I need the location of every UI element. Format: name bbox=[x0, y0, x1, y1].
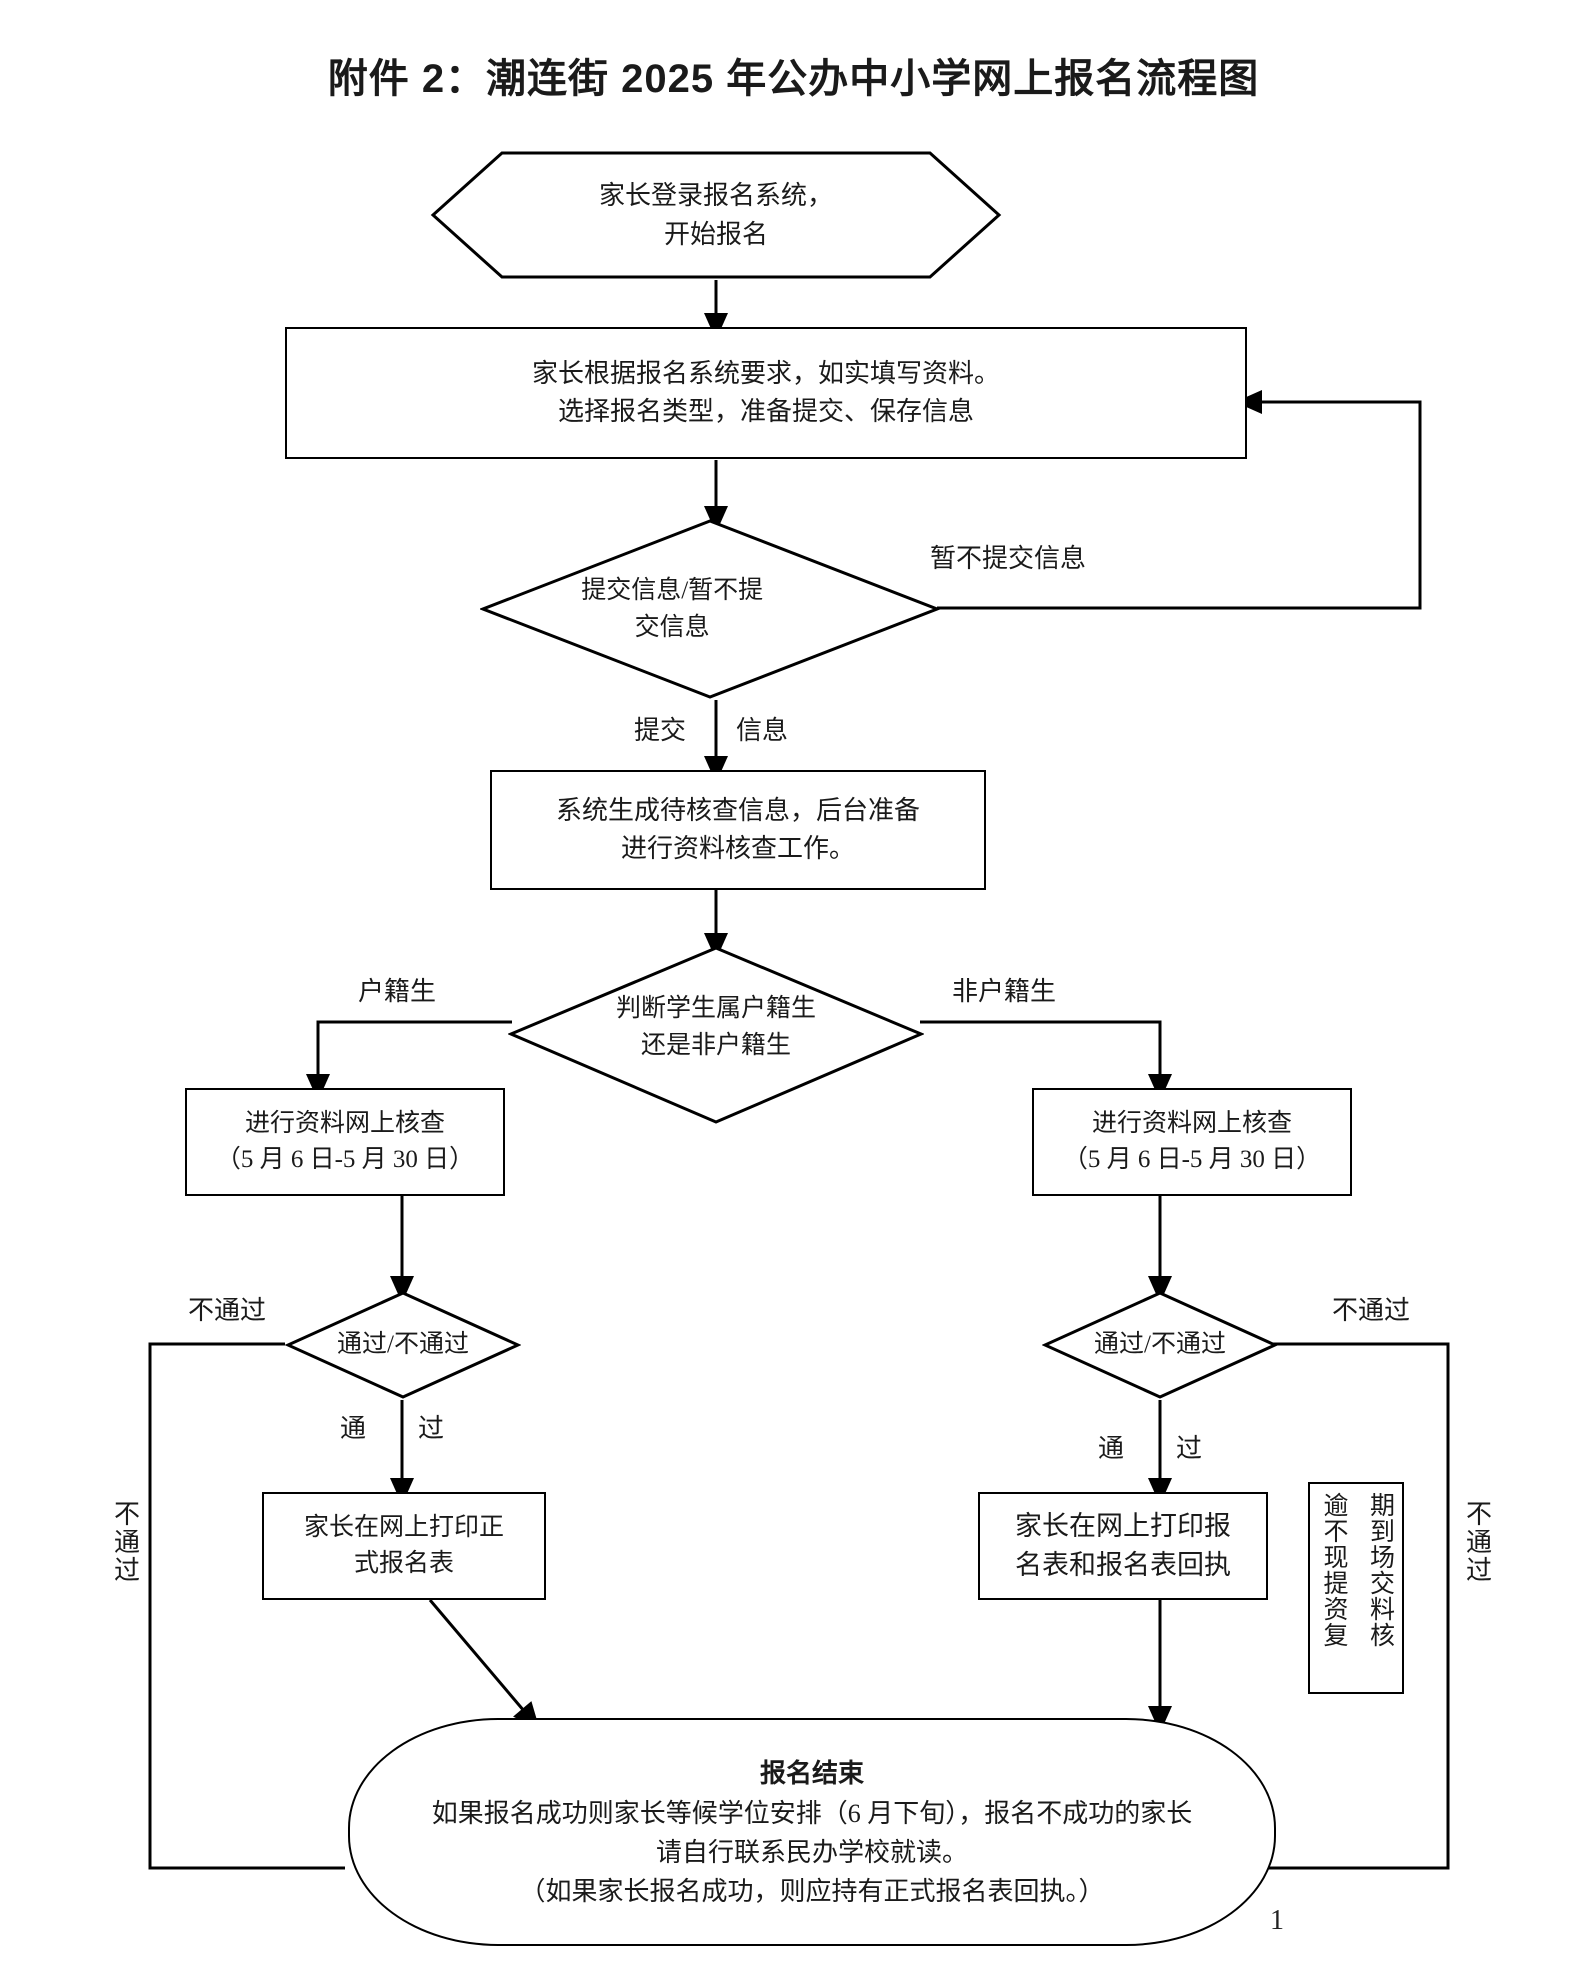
page-number: 1 bbox=[1270, 1905, 1284, 1936]
edge-label-fail-left-top: 不通过 bbox=[188, 1296, 267, 1325]
node-household-decision-line1: 判断学生属户籍生 bbox=[615, 994, 816, 1022]
node-system-generate-line2: 进行资料核查工作。 bbox=[620, 834, 855, 863]
node-end-line3: （如果家长报名成功，则应持有正式报名表回执。） bbox=[519, 1877, 1105, 1906]
node-system-generate-line1: 系统生成待核查信息，后台准备 bbox=[555, 796, 920, 826]
node-start-line2: 开始报名 bbox=[663, 220, 768, 249]
node-pass-decision-right: 通过/不通过 bbox=[1041, 1290, 1279, 1400]
node-end-line2: 请自行联系民办学校就读。 bbox=[655, 1838, 968, 1867]
node-print-right: 家长在网上打印报 名表和报名表回执 bbox=[978, 1492, 1268, 1600]
node-fill-form-line2: 选择报名类型，准备提交、保存信息 bbox=[557, 397, 974, 426]
node-print-left-line1: 家长在网上打印正 bbox=[303, 1513, 504, 1541]
node-end-heading: 报名结束 bbox=[759, 1759, 864, 1788]
node-review-left-line1: 进行资料网上核查 bbox=[244, 1109, 445, 1137]
edge-label-fail-right-top: 不通过 bbox=[1332, 1296, 1411, 1325]
node-overdue-note: 期到场交料核 逾不现提资复 bbox=[1308, 1482, 1404, 1694]
node-start-text: 家长登录报名系统， 开始报名 bbox=[430, 150, 1002, 280]
node-overdue-note-col1: 期到场交料核 bbox=[1366, 1492, 1394, 1648]
node-review-right-line1: 进行资料网上核查 bbox=[1091, 1109, 1292, 1137]
edge-label-household-no: 非户籍生 bbox=[952, 977, 1057, 1006]
node-review-left: 进行资料网上核查 （5 月 6 日-5 月 30 日） bbox=[185, 1088, 505, 1196]
node-review-left-line2: （5 月 6 日-5 月 30 日） bbox=[215, 1146, 475, 1173]
node-pass-decision-right-text: 通过/不通过 bbox=[1042, 1290, 1278, 1400]
node-fill-form-line1: 家长根据报名系统要求，如实填写资料。 bbox=[531, 359, 1000, 389]
node-print-left: 家长在网上打印正 式报名表 bbox=[262, 1492, 546, 1600]
node-household-decision: 判断学生属户籍生 还是非户籍生 bbox=[507, 945, 925, 1125]
node-household-decision-text: 判断学生属户籍生 还是非户籍生 bbox=[508, 945, 924, 1125]
edge-label-pass-left-a: 通 bbox=[340, 1414, 367, 1443]
node-system-generate: 系统生成待核查信息，后台准备 进行资料核查工作。 bbox=[490, 770, 986, 890]
node-start: 家长登录报名系统， 开始报名 bbox=[430, 150, 1002, 280]
edge-label-pass-right-b: 过 bbox=[1176, 1434, 1203, 1463]
node-pass-decision-left-text: 通过/不通过 bbox=[285, 1290, 521, 1400]
node-review-right-line2: （5 月 6 日-5 月 30 日） bbox=[1062, 1146, 1322, 1173]
node-submit-decision: 提交信息/暂不提 交信息 bbox=[478, 518, 942, 700]
edge-label-submit-left: 提交 bbox=[634, 716, 687, 745]
node-print-left-line2: 式报名表 bbox=[353, 1550, 454, 1577]
node-end: 报名结束 如果报名成功则家长等候学位安排（6 月下旬），报名不成功的家长 请自行… bbox=[348, 1718, 1276, 1946]
node-print-right-line1: 家长在网上打印报 bbox=[1015, 1510, 1231, 1541]
edge-label-pass-right-a: 通 bbox=[1098, 1434, 1125, 1463]
node-fill-form: 家长根据报名系统要求，如实填写资料。 选择报名类型，准备提交、保存信息 bbox=[285, 327, 1247, 459]
edge-label-fail-left-vertical: 不通过 bbox=[110, 1500, 140, 1584]
node-pass-decision-left-line1: 通过/不通过 bbox=[337, 1331, 469, 1359]
node-start-line1: 家长登录报名系统， bbox=[598, 181, 833, 210]
node-submit-decision-line1: 提交信息/暂不提 bbox=[581, 576, 764, 604]
node-submit-decision-text: 提交信息/暂不提 交信息 bbox=[480, 518, 1041, 700]
node-review-right: 进行资料网上核查 （5 月 6 日-5 月 30 日） bbox=[1032, 1088, 1352, 1196]
node-overdue-note-col2: 逾不现提资复 bbox=[1320, 1492, 1347, 1648]
node-print-right-line2: 名表和报名表回执 bbox=[1015, 1550, 1231, 1580]
node-pass-decision-left: 通过/不通过 bbox=[284, 1290, 522, 1400]
node-pass-decision-right-line1: 通过/不通过 bbox=[1094, 1331, 1226, 1359]
node-household-decision-line2: 还是非户籍生 bbox=[640, 1032, 791, 1059]
edge-label-pass-left-b: 过 bbox=[418, 1414, 445, 1443]
page-title: 附件 2：潮连街 2025 年公办中小学网上报名流程图 bbox=[327, 57, 1260, 101]
edge-label-household-yes: 户籍生 bbox=[358, 977, 437, 1006]
edge-label-fail-right-vertical: 不通过 bbox=[1462, 1500, 1492, 1584]
edge-label-hold-submit: 暂不提交信息 bbox=[930, 544, 1087, 573]
node-submit-decision-line2: 交信息 bbox=[634, 614, 710, 641]
edge-label-submit-right: 信息 bbox=[736, 716, 789, 745]
node-end-line1: 如果报名成功则家长等候学位安排（6 月下旬），报名不成功的家长 bbox=[431, 1799, 1193, 1828]
